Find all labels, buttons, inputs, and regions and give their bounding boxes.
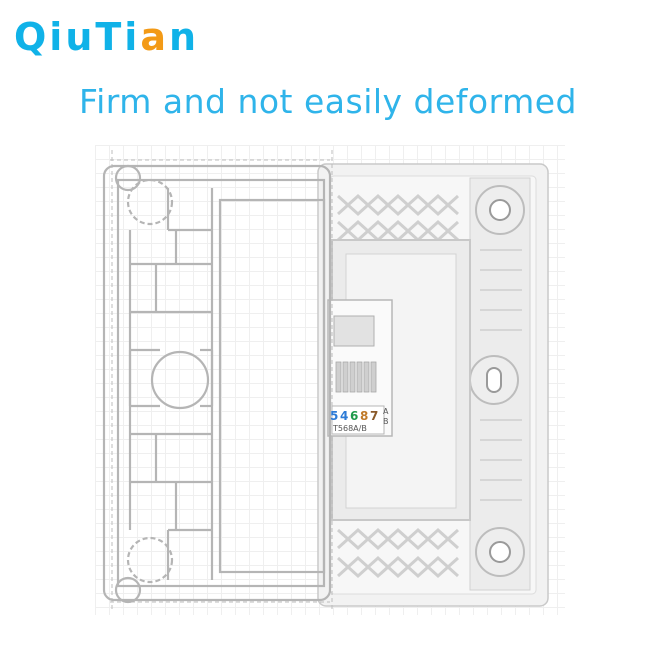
wiring-standard-label: T568A/B (332, 424, 367, 433)
pin-number: 7 (370, 409, 378, 423)
pin-number: 5 (330, 409, 338, 423)
pin-number: 8 (360, 409, 368, 423)
side-label-a: A (383, 407, 389, 416)
pin-number-row: 5 4 6 8 7 (330, 409, 378, 423)
rj45-keystone (327, 299, 393, 437)
screw-hole-bottom (475, 527, 525, 577)
pin-number: 6 (350, 409, 358, 423)
pin-number: 4 (340, 409, 348, 423)
screw-slot-middle (469, 355, 519, 405)
bottom-lattice (336, 527, 460, 579)
side-label-b: B (383, 417, 389, 426)
wireframe-drawing (102, 150, 333, 612)
screw-hole-top (475, 185, 525, 235)
headline: Firm and not easily deformed (79, 82, 577, 121)
brand-logo: QiuTian (14, 15, 200, 59)
panel-photo (317, 163, 549, 607)
